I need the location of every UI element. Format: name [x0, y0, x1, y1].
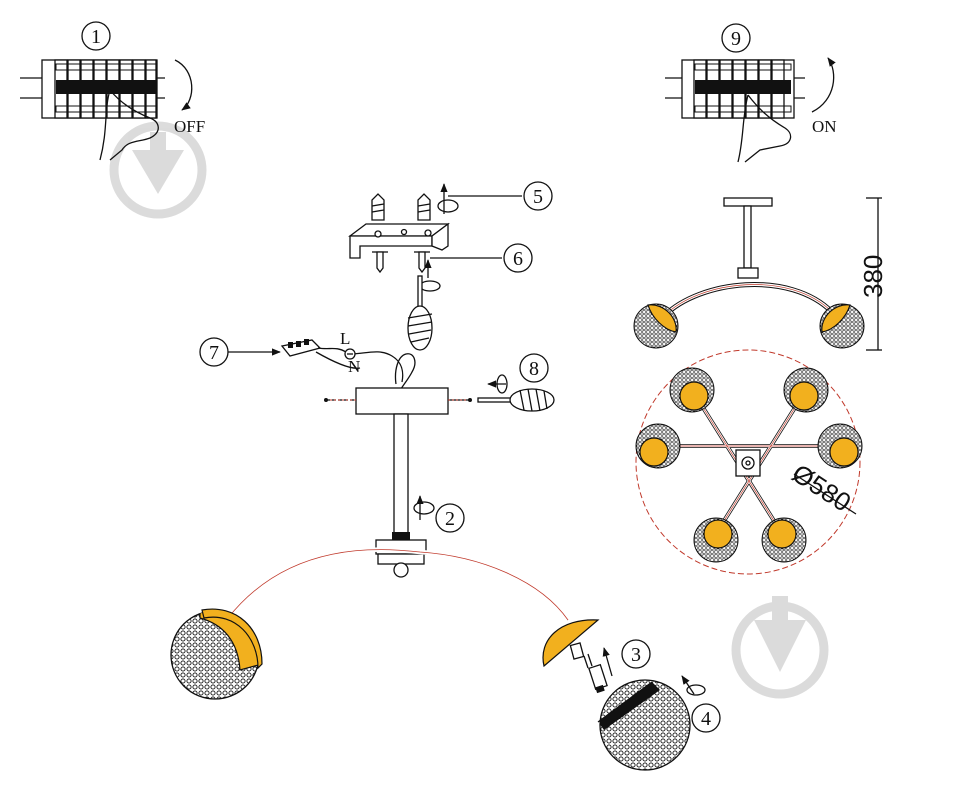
download-watermark-icon — [109, 121, 207, 219]
top-shade-4 — [817, 423, 863, 469]
shade-right-globe — [597, 679, 691, 771]
screw-icon — [371, 193, 385, 221]
step-1-label: 1 — [91, 26, 101, 48]
shade-left — [170, 608, 263, 700]
breaker-panel-icon — [54, 59, 157, 119]
terminal-wiring: 7 L N — [199, 329, 416, 395]
top-shade-2 — [783, 367, 829, 413]
step-7-label: 7 — [209, 342, 219, 364]
screwdriver-up: 6 — [407, 243, 533, 351]
hand-icon — [99, 89, 159, 161]
top-shade-1 — [669, 367, 715, 413]
top-shade-3 — [635, 423, 681, 469]
height-dimension: 380 — [858, 255, 888, 298]
top-shade-5 — [693, 517, 739, 563]
bulb-icon — [583, 653, 608, 694]
hand-icon — [737, 94, 792, 163]
step-8-label: 8 — [529, 358, 539, 380]
switch-on-label: ON — [812, 117, 837, 136]
mounting-bracket: 5 — [348, 181, 553, 274]
side-view: 380 — [633, 197, 888, 351]
breaker-panel-on: ON 9 — [665, 23, 837, 163]
top-shade-6 — [761, 517, 807, 563]
step-4-label: 4 — [701, 708, 711, 730]
shade-cup-right — [542, 619, 600, 668]
switch-off-label: OFF — [174, 117, 205, 136]
step-2-label: 2 — [445, 508, 455, 530]
step-5-label: 5 — [533, 186, 543, 208]
fixture-arm — [226, 547, 570, 622]
breaker-panel-off: OFF 1 — [20, 21, 205, 161]
step-6-label: 6 — [513, 248, 523, 270]
canopy: 8 — [324, 353, 555, 415]
screw-icon — [372, 251, 388, 274]
screw-icon — [417, 193, 431, 221]
wire-n-label: N — [348, 357, 360, 376]
download-watermark-icon — [731, 596, 829, 699]
screw-icon — [414, 251, 430, 274]
wire-l-label: L — [340, 329, 350, 348]
screwdriver-icon — [407, 275, 433, 351]
step-9-label: 9 — [731, 28, 741, 50]
step-3-label: 3 — [631, 644, 641, 666]
top-view: Ø580 — [635, 349, 863, 575]
terminal-block-icon — [280, 339, 322, 357]
screwdriver-icon — [477, 388, 555, 412]
breaker-panel-icon — [693, 59, 792, 119]
